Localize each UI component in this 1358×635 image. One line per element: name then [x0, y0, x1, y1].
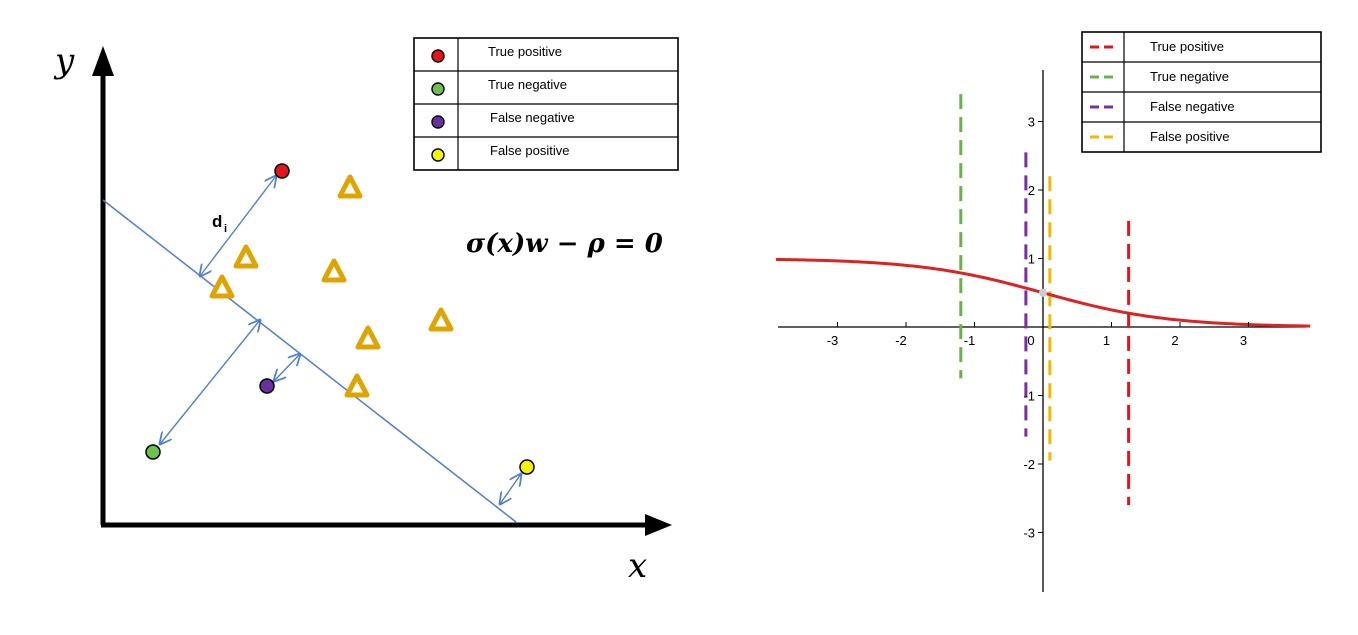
y-tick-label: 1	[1028, 252, 1035, 267]
triangle-marker	[428, 307, 454, 332]
triangle-marker	[344, 373, 370, 398]
x-axis-label: x	[628, 546, 647, 586]
y-tick-label: 3	[1028, 115, 1035, 130]
distance-arrow-true-negative	[160, 320, 260, 444]
x-axis-arrowhead	[645, 514, 672, 536]
left-diagram: y x d i σ(x)w − ρ = 0 True positiveTrue …	[53, 37, 679, 586]
false-positive-point	[519, 459, 535, 475]
legend-marker	[431, 115, 445, 129]
x-tick-label: 0	[1027, 333, 1034, 348]
legend-label: False negative	[490, 110, 575, 125]
legend-label: False positive	[490, 143, 569, 158]
y-tick-label: -3	[1023, 526, 1035, 541]
true-negative-point	[145, 444, 161, 460]
triangle-marker	[321, 258, 347, 283]
triangle-marker	[337, 174, 363, 199]
true-positive-point	[274, 163, 290, 179]
x-tick-label: 1	[1103, 333, 1110, 348]
y-tick-label: -1	[1023, 389, 1035, 404]
y-axis-arrowhead	[92, 46, 114, 76]
legend-marker	[431, 82, 445, 96]
legend-marker	[431, 148, 445, 162]
decision-boundary-line	[102, 199, 517, 523]
legend-label: True positive	[488, 44, 562, 59]
triangle-markers	[209, 174, 454, 398]
distance-arrow-true-positive	[200, 176, 276, 276]
legend-label: True negative	[488, 77, 567, 92]
triangle-marker	[233, 244, 259, 269]
distance-subscript: i	[224, 223, 227, 235]
y-tick-label: 2	[1028, 183, 1035, 198]
legend-label: True positive	[1150, 39, 1224, 54]
distance-arrow-false-positive	[500, 474, 521, 504]
x-tick-label: -1	[964, 333, 976, 348]
equation: σ(x)w − ρ = 0	[466, 229, 663, 259]
false-negative-point	[259, 378, 275, 394]
y-axis-label: y	[53, 41, 75, 81]
legend-marker	[431, 49, 445, 63]
y-tick-label: -2	[1023, 457, 1035, 472]
distance-label: d	[212, 212, 222, 231]
curve-center-point	[1039, 288, 1047, 297]
distance-arrow-false-negative	[274, 354, 300, 381]
x-tick-label: -2	[895, 333, 907, 348]
x-tick-label: -3	[827, 333, 839, 348]
triangle-marker	[355, 325, 381, 350]
legend-label: False positive	[1150, 129, 1229, 144]
legend-label: True negative	[1150, 69, 1229, 84]
x-tick-label: 2	[1171, 333, 1178, 348]
triangle-marker	[209, 274, 235, 299]
x-tick-label: 3	[1240, 333, 1247, 348]
legend-label: False negative	[1150, 99, 1235, 114]
